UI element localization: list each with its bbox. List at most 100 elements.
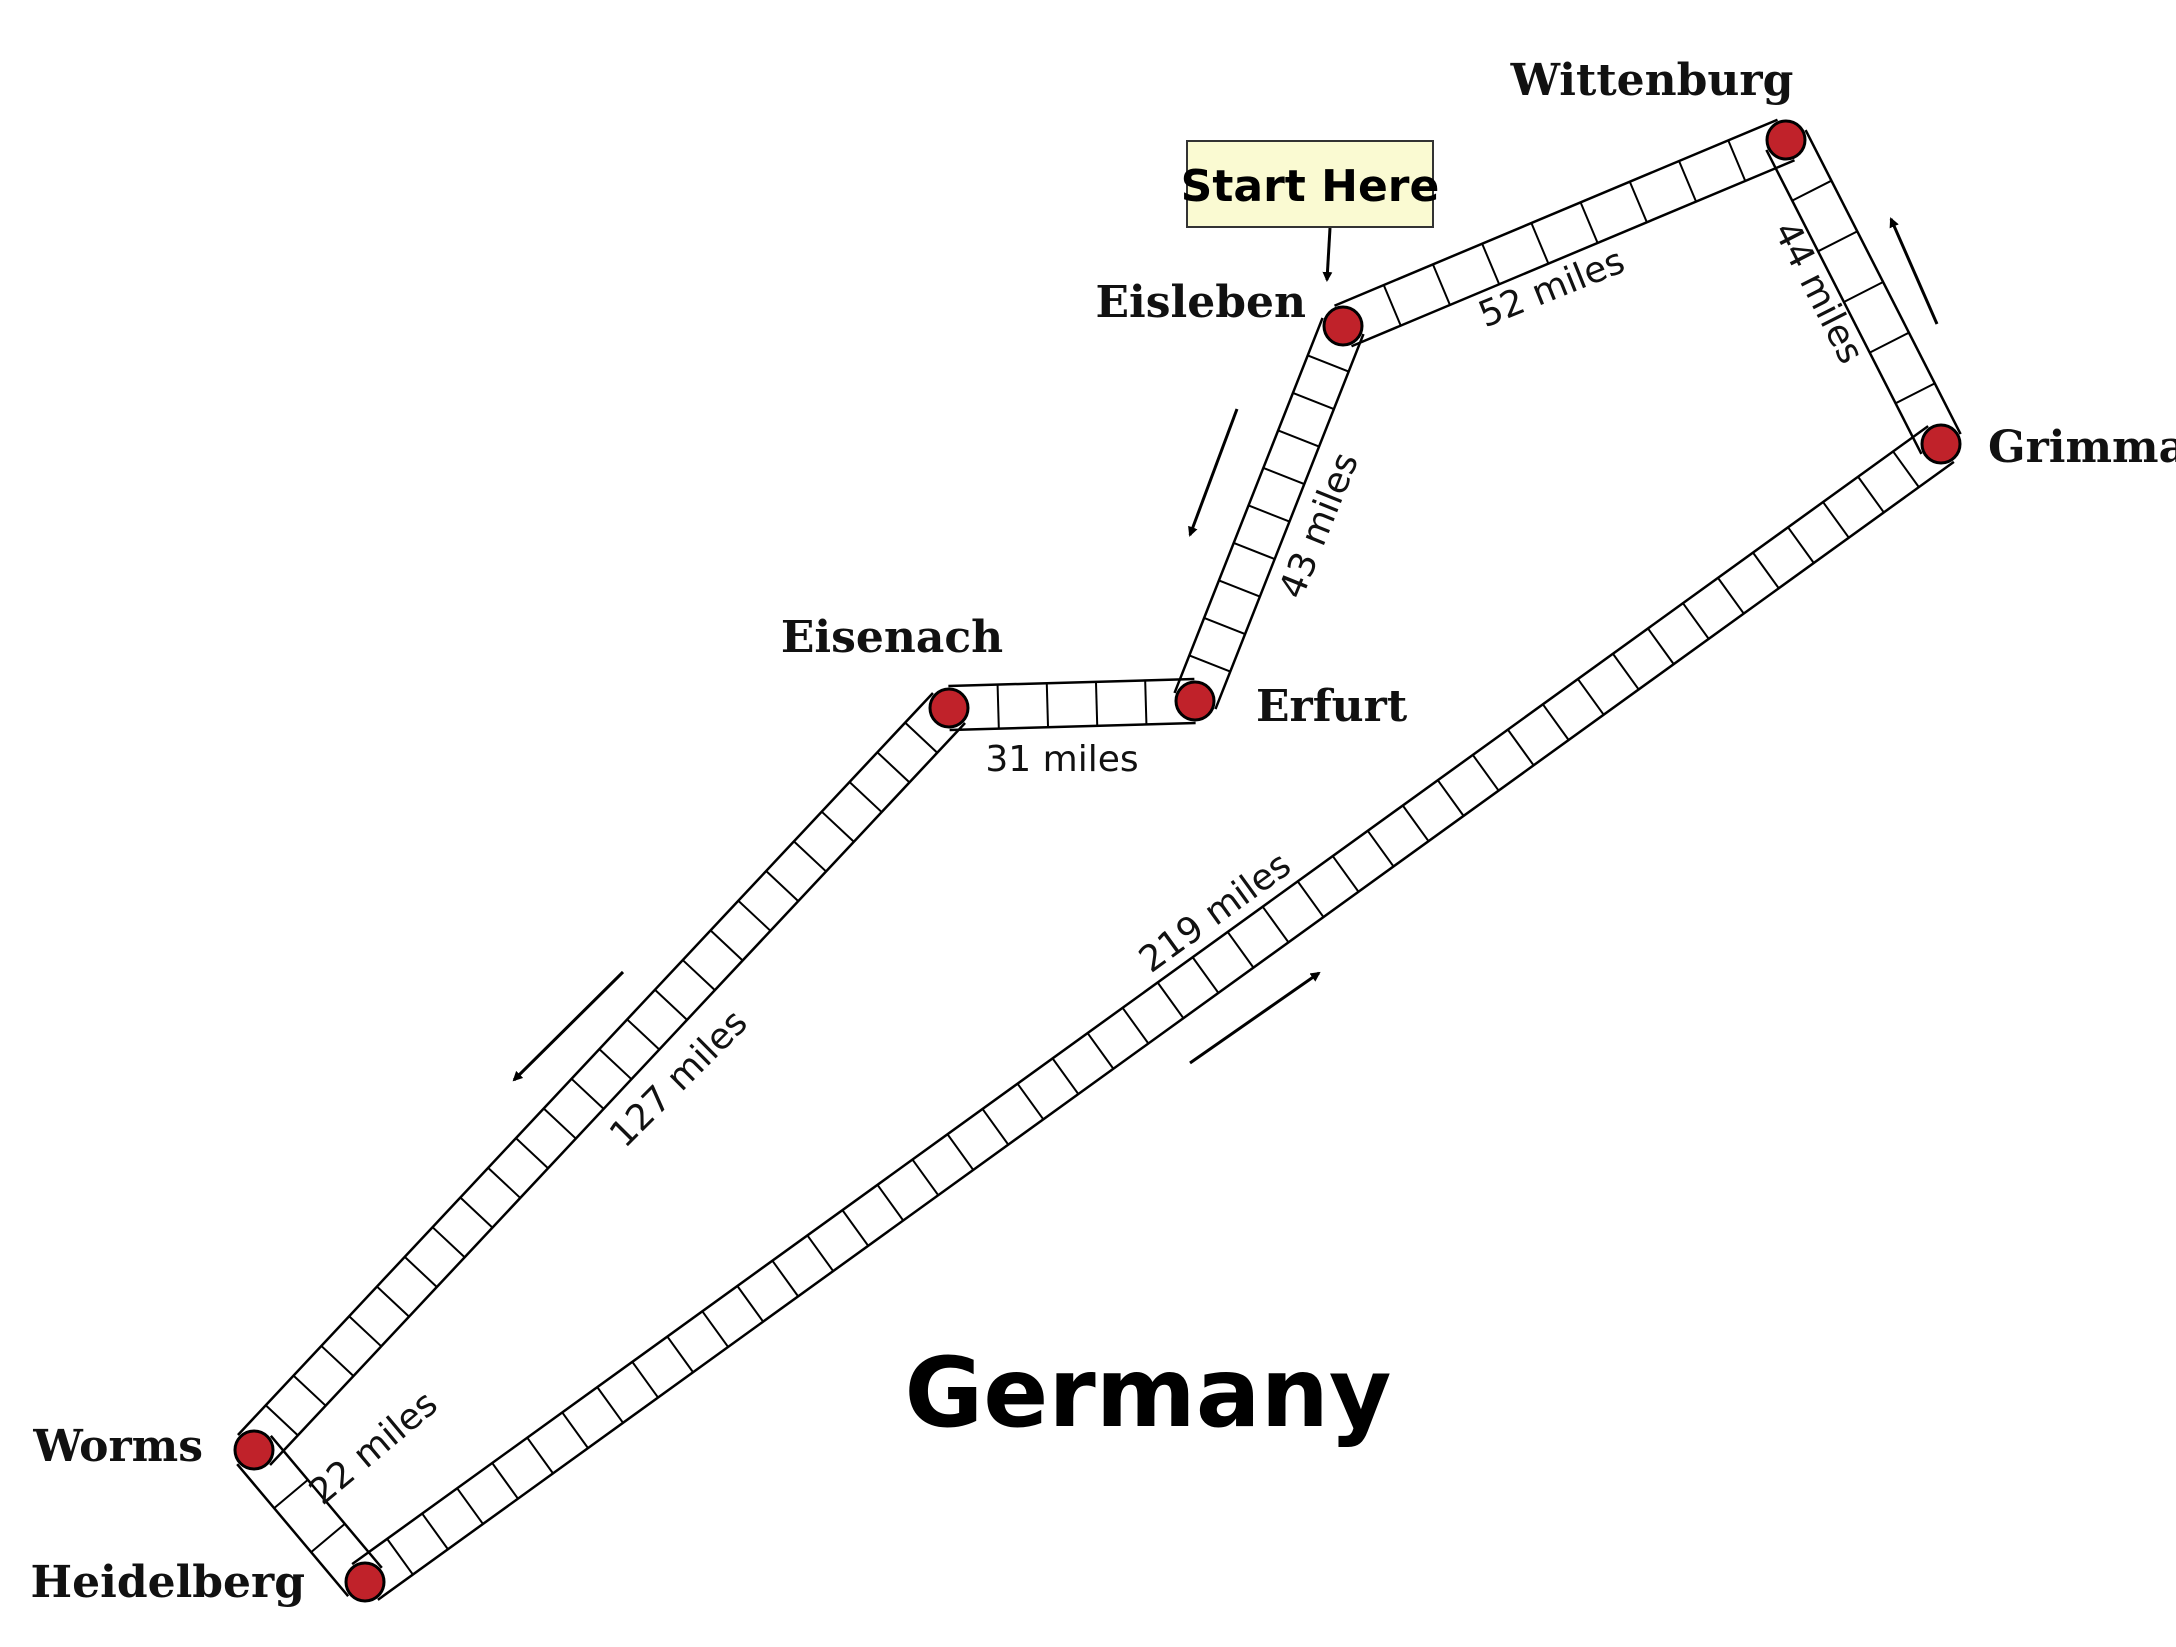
track-tick: [1233, 541, 1276, 561]
track-tick: [848, 781, 883, 813]
track-tick: [1226, 931, 1255, 969]
track-tick: [666, 1335, 694, 1373]
track-tick: [1382, 284, 1402, 327]
track-rail: [236, 1463, 350, 1597]
city-label-grimma: Grimma: [1988, 422, 2176, 473]
track-tick: [682, 959, 716, 991]
track-tick: [981, 1108, 1010, 1146]
track-tick: [1261, 906, 1290, 943]
track-tick: [310, 1523, 346, 1553]
track-tick: [1218, 579, 1261, 598]
route-ticks: [265, 139, 1936, 1576]
track-tick: [737, 899, 772, 932]
track-tick: [1727, 139, 1747, 182]
city-dot-erfurt: [1174, 680, 1216, 722]
track-tick: [1577, 678, 1605, 716]
track-tick: [1791, 179, 1832, 202]
track-tick: [1331, 855, 1360, 893]
map-title: Germany: [905, 1337, 1392, 1449]
track-tick: [806, 1234, 834, 1272]
track-tick: [1086, 1032, 1115, 1070]
track-tick: [1277, 429, 1320, 448]
track-tick: [1191, 956, 1220, 994]
track-tick: [1892, 450, 1920, 488]
track-tick: [1647, 627, 1675, 665]
track-tick: [491, 1462, 519, 1500]
track-tick: [1628, 181, 1648, 223]
track-rail: [948, 677, 1195, 688]
track-tick: [1045, 683, 1050, 728]
track-tick: [1507, 729, 1535, 766]
start-arrow-icon: [1322, 227, 1333, 282]
track-tick: [793, 840, 827, 873]
track-tick: [273, 1479, 309, 1509]
track-tick: [709, 929, 744, 962]
track-tick: [1817, 230, 1858, 253]
city-dot-eisenach: [928, 687, 970, 729]
distance-label-erfurt-eisleben: 43 miles: [1272, 447, 1367, 604]
track-tick: [561, 1411, 589, 1449]
track-tick: [1366, 830, 1395, 868]
city-label-wittenburg: Wittenburg: [1510, 55, 1794, 106]
city-label-eisleben: Eisleben: [1096, 277, 1306, 328]
city-dot-grimma: [1920, 423, 1962, 465]
direction-arrow-down-icon: [1188, 408, 1239, 537]
city-label-heidelberg: Heidelberg: [31, 1557, 305, 1608]
track-tick: [1292, 391, 1335, 411]
track-tick: [526, 1437, 554, 1474]
track-tick: [1752, 552, 1780, 589]
track-tick: [1188, 654, 1231, 673]
city-label-erfurt: Erfurt: [1256, 681, 1408, 732]
track-tick: [598, 1048, 633, 1080]
track-rail: [1351, 159, 1796, 348]
track-tick: [1472, 754, 1500, 792]
track-tick: [1542, 703, 1570, 741]
track-tick: [1481, 243, 1501, 285]
track-tick: [765, 870, 799, 902]
track-tick: [459, 1196, 494, 1229]
track-tick: [911, 1158, 940, 1196]
track-tick: [1857, 476, 1885, 513]
track-tick: [876, 751, 911, 784]
track-rail: [269, 1435, 383, 1569]
track-rail: [237, 692, 934, 1436]
track-tick: [543, 1107, 577, 1140]
track-tick: [320, 1345, 355, 1377]
track-tick: [626, 1018, 660, 1051]
track-tick: [1051, 1057, 1080, 1095]
track-tick: [487, 1167, 521, 1199]
track-rail: [269, 722, 966, 1466]
track-tick: [1262, 466, 1305, 486]
distance-label-eisleben-wittenburg: 52 miles: [1473, 241, 1630, 336]
track-tick: [1612, 653, 1640, 691]
city-dot-eisleben: [1322, 305, 1364, 347]
track-tick: [596, 1386, 624, 1424]
track-tick: [1678, 160, 1697, 203]
distance-label-wittenburg-grimma: 44 miles: [1765, 215, 1871, 370]
track-tick: [654, 989, 688, 1021]
track-tick: [1787, 526, 1815, 564]
start-here-label: Start Here: [1181, 161, 1440, 212]
track-tick: [1436, 779, 1465, 817]
distance-label-grimma-heidelberg: 219 miles: [1132, 844, 1299, 981]
track-tick: [996, 684, 1000, 729]
track-tick: [631, 1361, 659, 1399]
track-tick: [431, 1226, 466, 1259]
track-tick: [570, 1078, 605, 1110]
city-dot-worms: [233, 1429, 275, 1471]
track-tick: [404, 1256, 438, 1288]
start-here-box: [1186, 140, 1434, 228]
track-tick: [386, 1538, 414, 1576]
track-tick: [421, 1513, 449, 1550]
track-tick: [876, 1184, 905, 1222]
track-tick: [1822, 501, 1850, 539]
track-rail: [351, 425, 1929, 1566]
track-tick: [946, 1133, 975, 1171]
track-tick: [456, 1487, 484, 1525]
direction-arrow-left-icon: [512, 970, 625, 1082]
track-tick: [841, 1209, 870, 1247]
track-tick: [376, 1285, 410, 1318]
track-tick: [1156, 981, 1185, 1019]
track-tick: [1203, 616, 1246, 636]
